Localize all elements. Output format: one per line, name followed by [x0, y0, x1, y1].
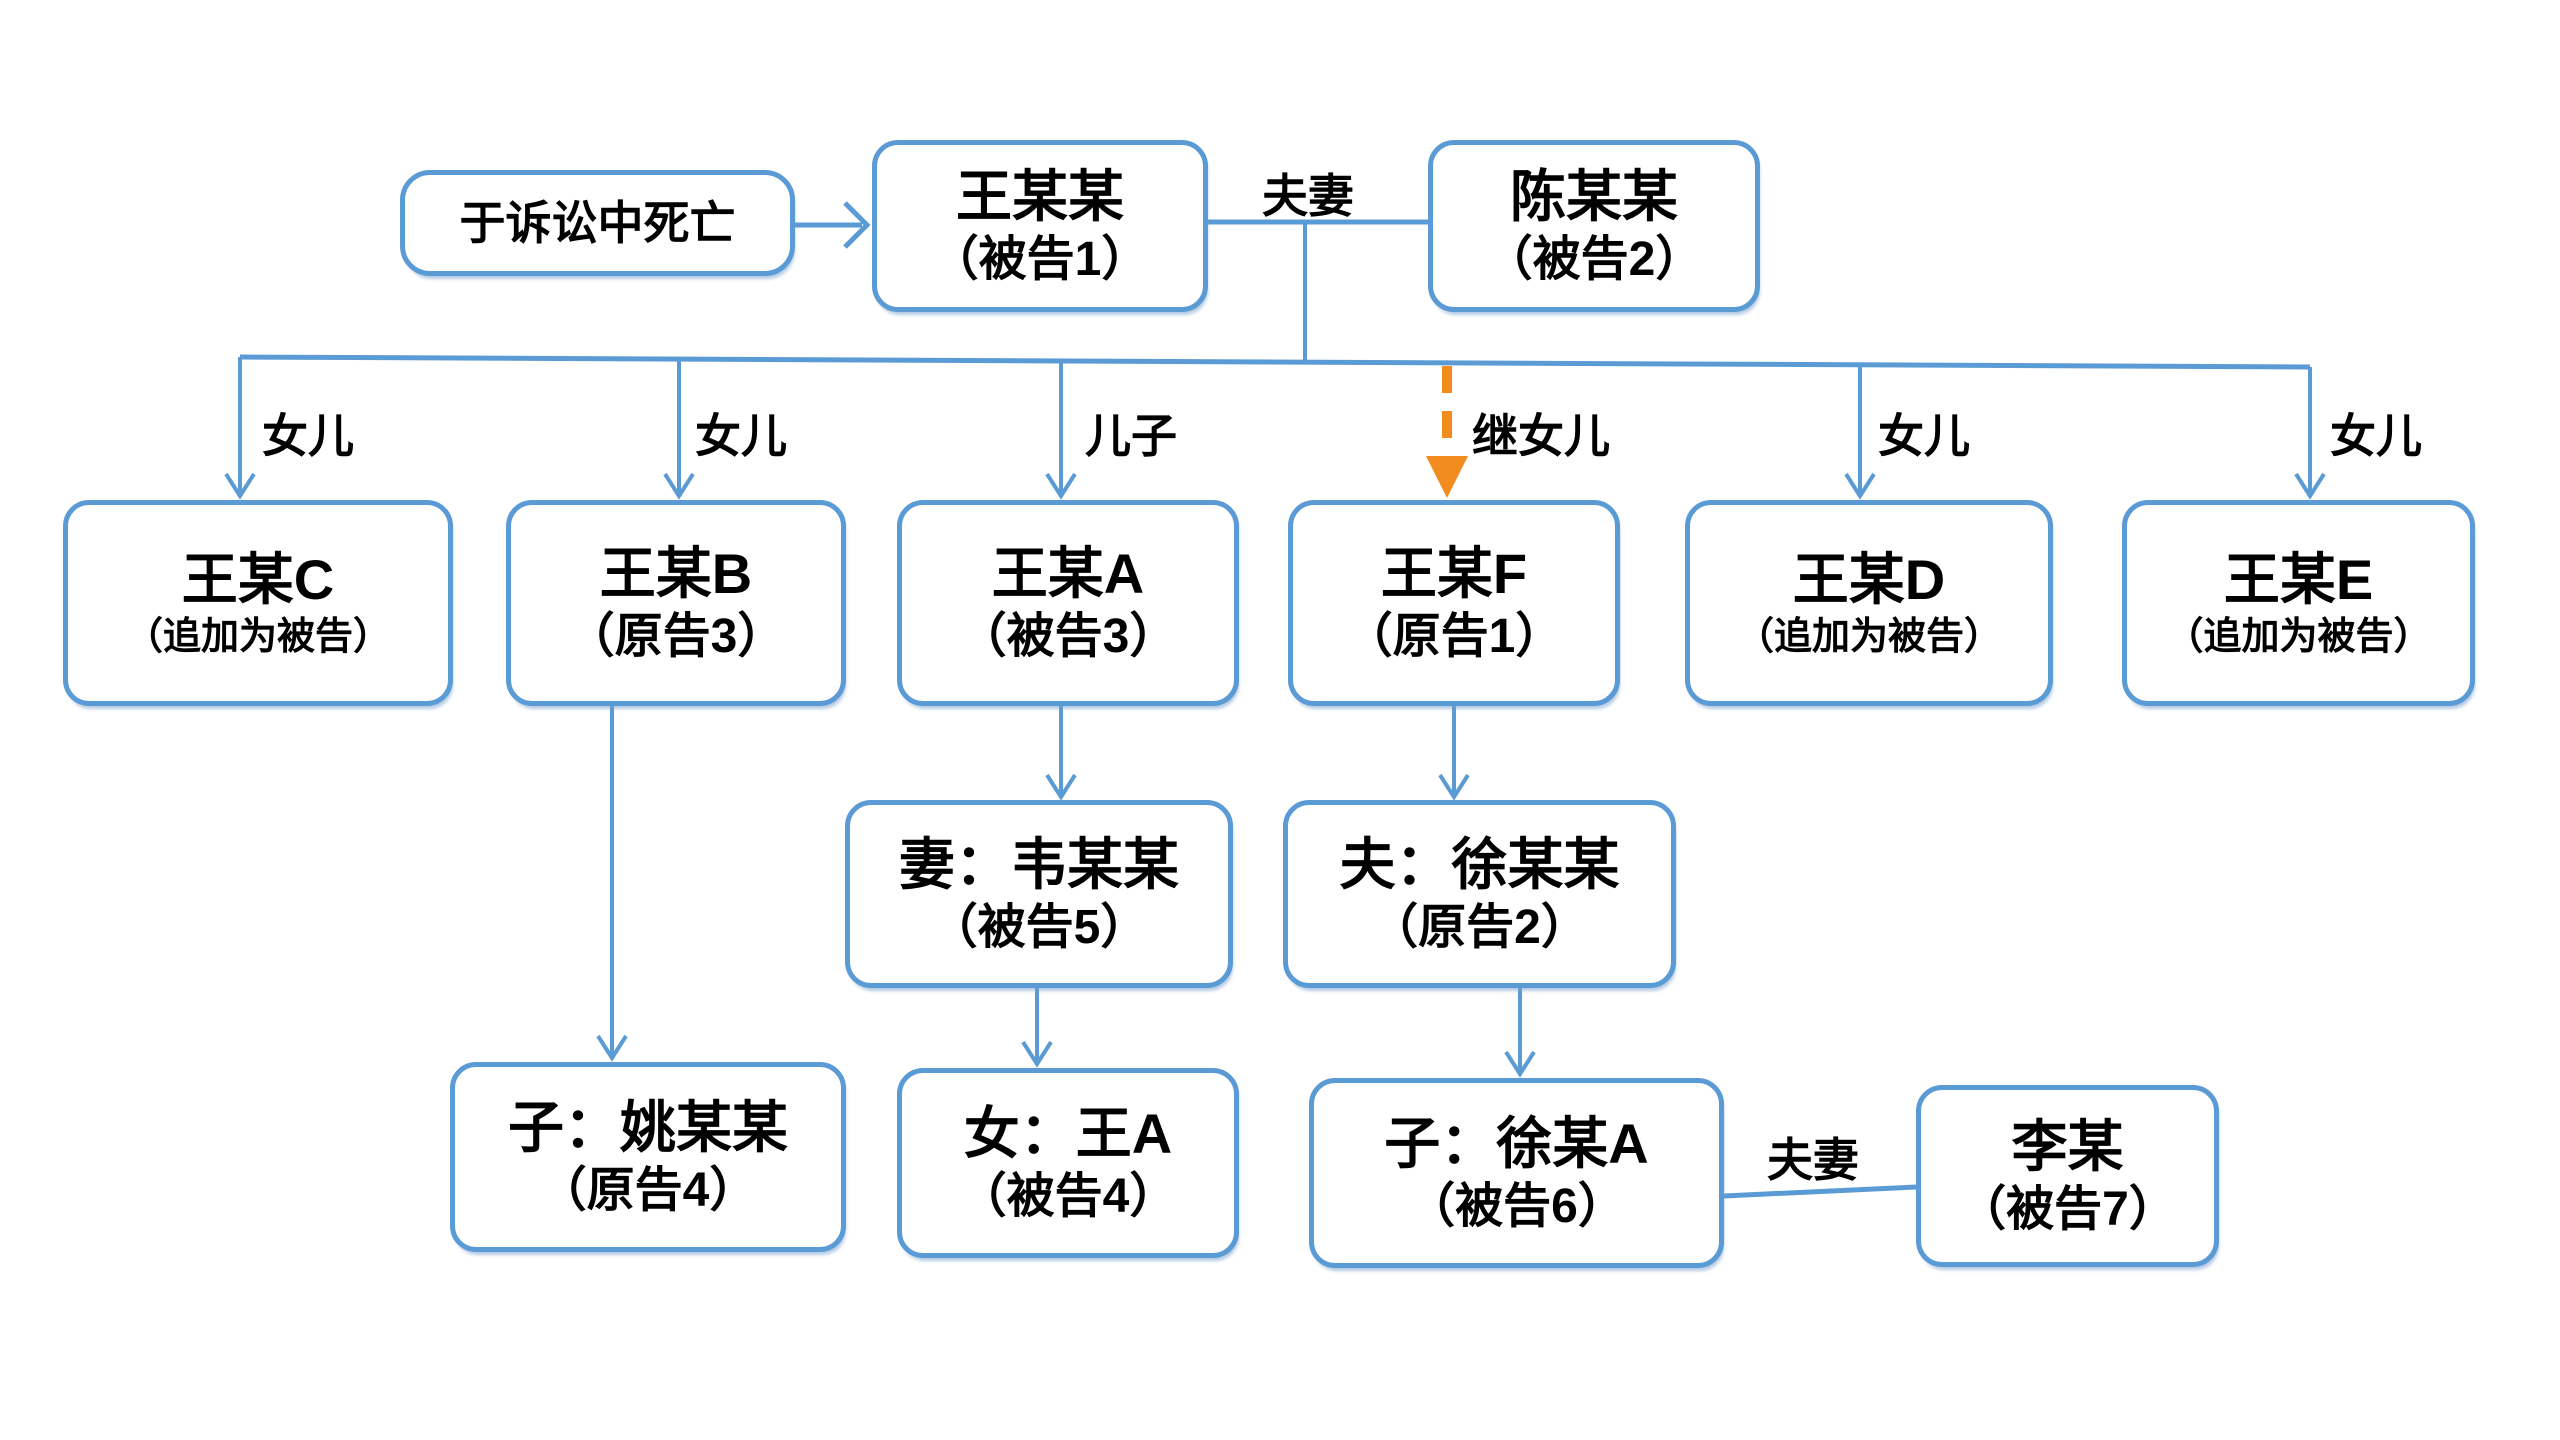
arrowhead-wang-a: [1045, 472, 1077, 500]
edge-label-daughter1: 女儿: [262, 410, 354, 462]
node-name: 王某E: [2223, 547, 2374, 611]
node-name: 夫：徐某某: [1339, 832, 1620, 896]
arrowhead-nv-wang-a: [1021, 1040, 1053, 1068]
arrowhead-wang-e: [2294, 472, 2326, 500]
edge-label-son: 儿子: [1085, 410, 1177, 462]
node-name: 妻：韦某某: [899, 832, 1179, 896]
node-name: 李某: [2011, 1114, 2124, 1178]
node-daughter-wang-a-defendant4: 女：王A （被告4）: [897, 1068, 1239, 1258]
node-role: （被告3）: [958, 609, 1178, 663]
node-name: 王某某: [956, 164, 1124, 228]
arrowhead-step-daughter: [1426, 456, 1468, 498]
node-li-mou-defendant7: 李某 （被告7）: [1916, 1085, 2219, 1267]
node-role: （被告7）: [1958, 1182, 2177, 1236]
node-role: （追加为被告）: [124, 615, 391, 658]
node-wang-f-plaintiff1: 王某F （原告1）: [1288, 500, 1620, 706]
node-role: （被告4）: [958, 1169, 1178, 1223]
node-name: 王某C: [181, 547, 335, 611]
node-role: （追加为被告）: [1735, 615, 2002, 658]
edge-label-couple-top: 夫妻: [1262, 170, 1354, 222]
edge-sibling-bar: [239, 354, 2311, 370]
node-name: 子：徐某A: [1384, 1111, 1649, 1175]
node-name: 王某F: [1380, 541, 1528, 605]
node-role: （原告3）: [566, 609, 786, 663]
node-wang-a-defendant3: 王某A （被告3）: [897, 500, 1239, 706]
arrowhead-wang-d: [1844, 472, 1876, 500]
edge-label-daughter4: 女儿: [2330, 410, 2422, 462]
node-wang-d-added-defendant: 王某D （追加为被告）: [1685, 500, 2053, 706]
arrowhead-wei: [1045, 773, 1077, 801]
node-wang-e-added-defendant: 王某E （追加为被告）: [2122, 500, 2475, 706]
node-role: （被告1）: [930, 232, 1150, 286]
edge-label-daughter3: 女儿: [1878, 410, 1970, 462]
node-label: 于诉讼中死亡: [459, 196, 736, 249]
node-died-during-litigation: 于诉讼中死亡: [400, 170, 795, 276]
node-wang-b-plaintiff3: 王某B （原告3）: [506, 500, 846, 706]
node-role: （被告6）: [1407, 1179, 1626, 1233]
node-role: （被告2）: [1484, 232, 1704, 286]
node-name: 王某D: [1792, 547, 1946, 611]
edge-label-stepdaughter: 继女儿: [1472, 410, 1610, 462]
node-wife-wei-moumou-defendant5: 妻：韦某某 （被告5）: [845, 800, 1233, 988]
edge-label-couple-bottom: 夫妻: [1767, 1134, 1859, 1186]
node-name: 陈某某: [1510, 164, 1678, 228]
node-wang-moumou-defendant1: 王某某 （被告1）: [872, 140, 1208, 312]
node-name: 王某B: [599, 541, 753, 605]
node-role: （原告4）: [538, 1163, 758, 1217]
node-son-xu-a-defendant6: 子：徐某A （被告6）: [1309, 1078, 1724, 1268]
node-name: 女：王A: [963, 1101, 1173, 1165]
arrowhead-xu-a: [1504, 1050, 1536, 1078]
node-wang-c-added-defendant: 王某C （追加为被告）: [63, 500, 453, 706]
node-husband-xu-moumou-plaintiff2: 夫：徐某某 （原告2）: [1283, 800, 1676, 988]
node-role: （追加为被告）: [2165, 615, 2432, 658]
node-role: （被告5）: [929, 900, 1149, 954]
arrowhead-death-to-wangmm: [843, 201, 871, 249]
node-role: （原告1）: [1344, 609, 1564, 663]
node-son-yao-moumou-plaintiff4: 子：姚某某 （原告4）: [450, 1062, 846, 1252]
edge-label-daughter2: 女儿: [695, 410, 787, 462]
node-name: 王某A: [991, 541, 1145, 605]
arrowhead-wang-c: [224, 472, 256, 500]
node-chen-moumou-defendant2: 陈某某 （被告2）: [1428, 140, 1760, 312]
arrowhead-yao: [596, 1034, 628, 1062]
arrowhead-wang-b: [663, 472, 695, 500]
edge-couple-bottom: [1723, 1184, 1917, 1199]
node-name: 子：姚某某: [508, 1095, 788, 1159]
arrowhead-xu: [1438, 773, 1470, 801]
node-role: （原告2）: [1370, 900, 1589, 954]
